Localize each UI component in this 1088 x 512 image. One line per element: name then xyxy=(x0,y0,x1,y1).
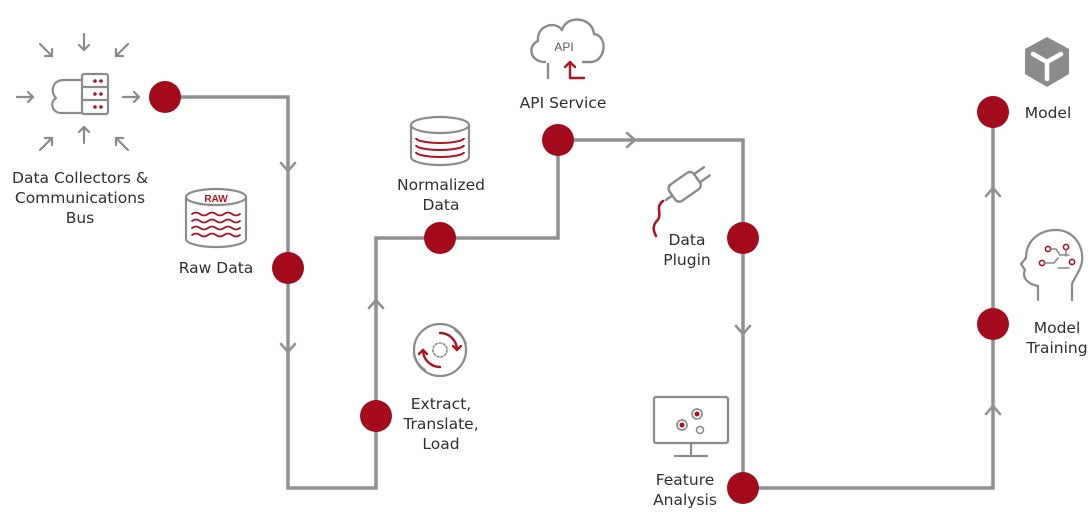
node-normalized xyxy=(424,222,456,254)
api-cloud-icon: API xyxy=(530,18,605,80)
brain-circuit-head-icon xyxy=(1019,228,1084,302)
label-normalized: Normalized Data xyxy=(397,176,485,214)
arrow-right-icon xyxy=(625,131,637,149)
label-data-plugin: Data Plugin xyxy=(663,231,711,269)
node-data-plugin xyxy=(727,222,759,254)
arrow-down-icon xyxy=(279,161,297,173)
label-model-training: Model Training xyxy=(1026,319,1088,357)
node-feature-analysis xyxy=(727,472,759,504)
label-collectors: Data Collectors & Communications Bus xyxy=(12,169,148,227)
pipeline-connector xyxy=(165,95,995,490)
arrow-up-icon xyxy=(984,186,1002,198)
node-api-service xyxy=(542,124,574,156)
cycle-arrows-icon xyxy=(412,322,468,378)
node-raw-data xyxy=(272,252,304,284)
database-stack-icon xyxy=(409,115,471,167)
node-model xyxy=(977,96,1009,128)
label-model: Model xyxy=(1024,104,1072,122)
arrow-down-icon xyxy=(734,324,752,336)
arrow-up-icon xyxy=(367,298,385,310)
label-raw-data: Raw Data xyxy=(178,259,254,277)
monitor-gears-icon xyxy=(652,395,730,458)
api-badge-text: API xyxy=(554,40,573,54)
raw-badge-text: RAW xyxy=(204,194,228,205)
plug-icon xyxy=(652,166,711,238)
arrow-down-icon xyxy=(279,342,297,354)
node-etl xyxy=(360,400,392,432)
flow-arrows xyxy=(279,131,1002,416)
label-api-service: API Service xyxy=(519,94,607,112)
server-led-icon xyxy=(93,79,103,109)
node-collectors xyxy=(149,81,181,113)
cloud-server-inbound-arrows-icon xyxy=(15,32,141,152)
raw-database-icon: RAW xyxy=(184,187,248,249)
node-model-training xyxy=(977,308,1009,340)
nodes xyxy=(149,81,1009,504)
label-feature-analysis: Feature Analysis xyxy=(653,471,717,509)
label-etl: Extract, Translate, Load xyxy=(403,395,479,453)
cube-icon xyxy=(1025,37,1069,87)
arrow-up-icon xyxy=(984,404,1002,416)
